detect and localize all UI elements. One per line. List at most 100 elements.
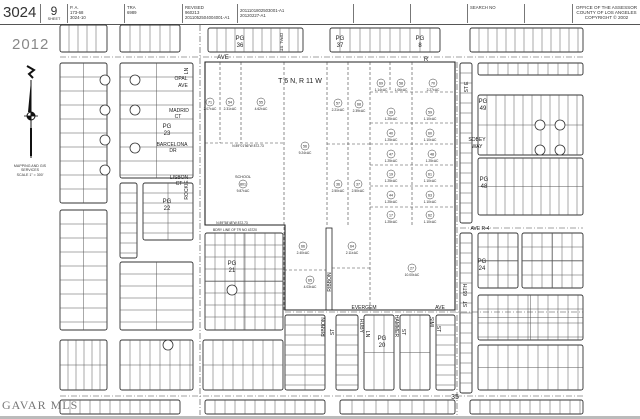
block xyxy=(329,27,441,53)
parcel-acreage: 2.21±AC xyxy=(332,108,345,112)
parcel-66[interactable]: 662.40±AC xyxy=(297,241,310,255)
parcel-57[interactable]: 57 2.21±AC xyxy=(332,98,345,112)
parcel-number: 63 xyxy=(428,193,432,197)
parcel-number-circle xyxy=(425,128,435,138)
parcel-69[interactable]: 691.14±AC xyxy=(375,78,388,92)
cul-de-sac xyxy=(554,119,566,131)
parcel-36[interactable]: 36 2.50±AC xyxy=(332,179,345,193)
parcel-acreage: 10.00±AC xyxy=(405,273,420,277)
parcel-number: 19 xyxy=(389,172,393,176)
parcel-acreage: 2.50±AC xyxy=(332,189,345,193)
street-label: OPAL ST xyxy=(279,33,284,52)
parcel-number-circle xyxy=(386,190,396,200)
parcel-number-circle xyxy=(386,107,396,117)
copyright: COPYRIGHT © 2002 xyxy=(584,15,629,20)
parcel-70[interactable]: 702.27±AC xyxy=(427,78,440,92)
parcel-number-circle xyxy=(386,128,396,138)
page-ref-label: PG xyxy=(228,261,237,267)
parcel-number-circle xyxy=(425,210,435,220)
page-ref-number: 23 xyxy=(164,131,171,137)
parcel-71[interactable]: 712.07±AC xyxy=(204,97,217,111)
map-header: 3024 9 SHEET P. A. 173-68 3024-10 TRA 69… xyxy=(0,4,640,25)
page-ref-label: PG xyxy=(479,99,488,105)
blank-cell xyxy=(353,4,410,23)
block xyxy=(119,182,138,259)
parcel-63[interactable]: 631.10±AC xyxy=(424,190,437,204)
parcel-acreage: 1.25±AC xyxy=(385,159,398,163)
parcel-65[interactable]: 654.03±AC xyxy=(304,275,317,289)
parcel-number: 59 xyxy=(428,110,432,114)
page-ref-number: 48 xyxy=(481,184,488,190)
page-ref-label: PG xyxy=(163,199,172,205)
parcel-number: 57 xyxy=(336,101,340,105)
parcel-number-circle xyxy=(376,78,386,88)
street-label: LISBON xyxy=(170,175,189,181)
parcel-56[interactable]: 569.24±AC xyxy=(299,141,312,155)
parcel-48[interactable]: 481.25±AC xyxy=(426,149,439,163)
pa-cell: P. A. 173-68 3024-10 xyxy=(67,4,124,23)
parcel-number-circle xyxy=(205,97,215,107)
parcel-54[interactable]: 542.31±AC xyxy=(224,97,237,111)
page-ref-number: 36 xyxy=(237,43,244,49)
parcel-acreage: 1.25±AC xyxy=(385,220,398,224)
street-label: SOBEY xyxy=(468,137,486,143)
parcel-number-circle xyxy=(225,97,235,107)
parcel-40[interactable]: 401.25±AC xyxy=(385,128,398,142)
parcel-59[interactable]: 591.10±AC xyxy=(424,107,437,121)
parcel-17[interactable]: 171.25±AC xyxy=(385,210,398,224)
pa-value: 173-68 xyxy=(70,10,84,15)
parcel-62[interactable]: 621.10±AC xyxy=(424,210,437,224)
street-label: AVE R-4 xyxy=(470,226,489,232)
parcel-number: 36 xyxy=(336,182,340,186)
parcel-acreage: 1.10±AC xyxy=(424,138,437,142)
scale-note: MAPPING AND GIS SERVICES SCALE 1" = 300' xyxy=(8,164,52,177)
watermark: GAVAR MLS xyxy=(2,398,79,412)
parcel-61[interactable]: 611.10±AC xyxy=(424,169,437,183)
tra-value: 6989 xyxy=(127,10,137,15)
block xyxy=(59,24,108,53)
page-ref-number: 24 xyxy=(479,266,486,272)
parcel-44[interactable]: 441.25±AC xyxy=(385,190,398,204)
parcel-47[interactable]: 47 1.25±AC xyxy=(385,149,398,163)
parcel-number: 68 xyxy=(357,102,361,106)
parcel-58[interactable]: 581.06±AC xyxy=(395,78,408,92)
parcel-64[interactable]: 642.11±AC xyxy=(346,241,359,255)
parcel-60[interactable]: 60 1.10±AC xyxy=(424,128,437,142)
revised-value: 960213 xyxy=(185,10,200,15)
parcel-number: 801 xyxy=(240,182,246,186)
parcel-19[interactable]: 191.25±AC xyxy=(385,169,398,183)
parcel-number: 65 xyxy=(308,278,312,282)
parcel-number-circle xyxy=(396,78,406,88)
parcel-68[interactable]: 682.39±AC xyxy=(353,99,366,113)
parcel-number: 62 xyxy=(428,213,432,217)
blank-cell xyxy=(524,4,572,23)
parcel-55[interactable]: 554.62±AC xyxy=(255,97,268,111)
street-label: 65TH xyxy=(463,284,469,297)
parcel-acreage: 9.87±AC xyxy=(237,189,250,193)
cul-de-sac xyxy=(129,142,141,154)
cul-de-sac xyxy=(99,164,111,176)
parcel-801[interactable]: 801 9.87±AC xyxy=(237,179,250,193)
scale-line: SCALE 1" = 300' xyxy=(16,172,44,177)
cul-de-sac xyxy=(554,144,566,156)
search-cell: SEARCH NO xyxy=(467,4,524,23)
parcel-39[interactable]: 391.25±AC xyxy=(385,107,398,121)
street-label: RIBBON xyxy=(327,272,333,292)
parcel-number: 60 xyxy=(428,131,432,135)
cul-de-sac xyxy=(99,134,111,146)
parcel-number-circle xyxy=(256,97,266,107)
page-ref-label: PG xyxy=(236,36,245,42)
parcel-37[interactable]: 372.50±AC xyxy=(352,179,365,193)
page-ref-number: 37 xyxy=(337,43,344,49)
parcel-acreage: 1.14±AC xyxy=(375,88,388,92)
block xyxy=(207,27,304,53)
cul-de-sac xyxy=(162,339,174,351)
parcel-number: 47 xyxy=(389,152,393,156)
parcel-acreage: 9.24±AC xyxy=(299,151,312,155)
cul-de-sac xyxy=(129,74,141,86)
revised-label: REVISED xyxy=(185,5,204,10)
parcel-acreage: 1.06±AC xyxy=(395,88,408,92)
page-ref-label: PG xyxy=(416,36,425,42)
